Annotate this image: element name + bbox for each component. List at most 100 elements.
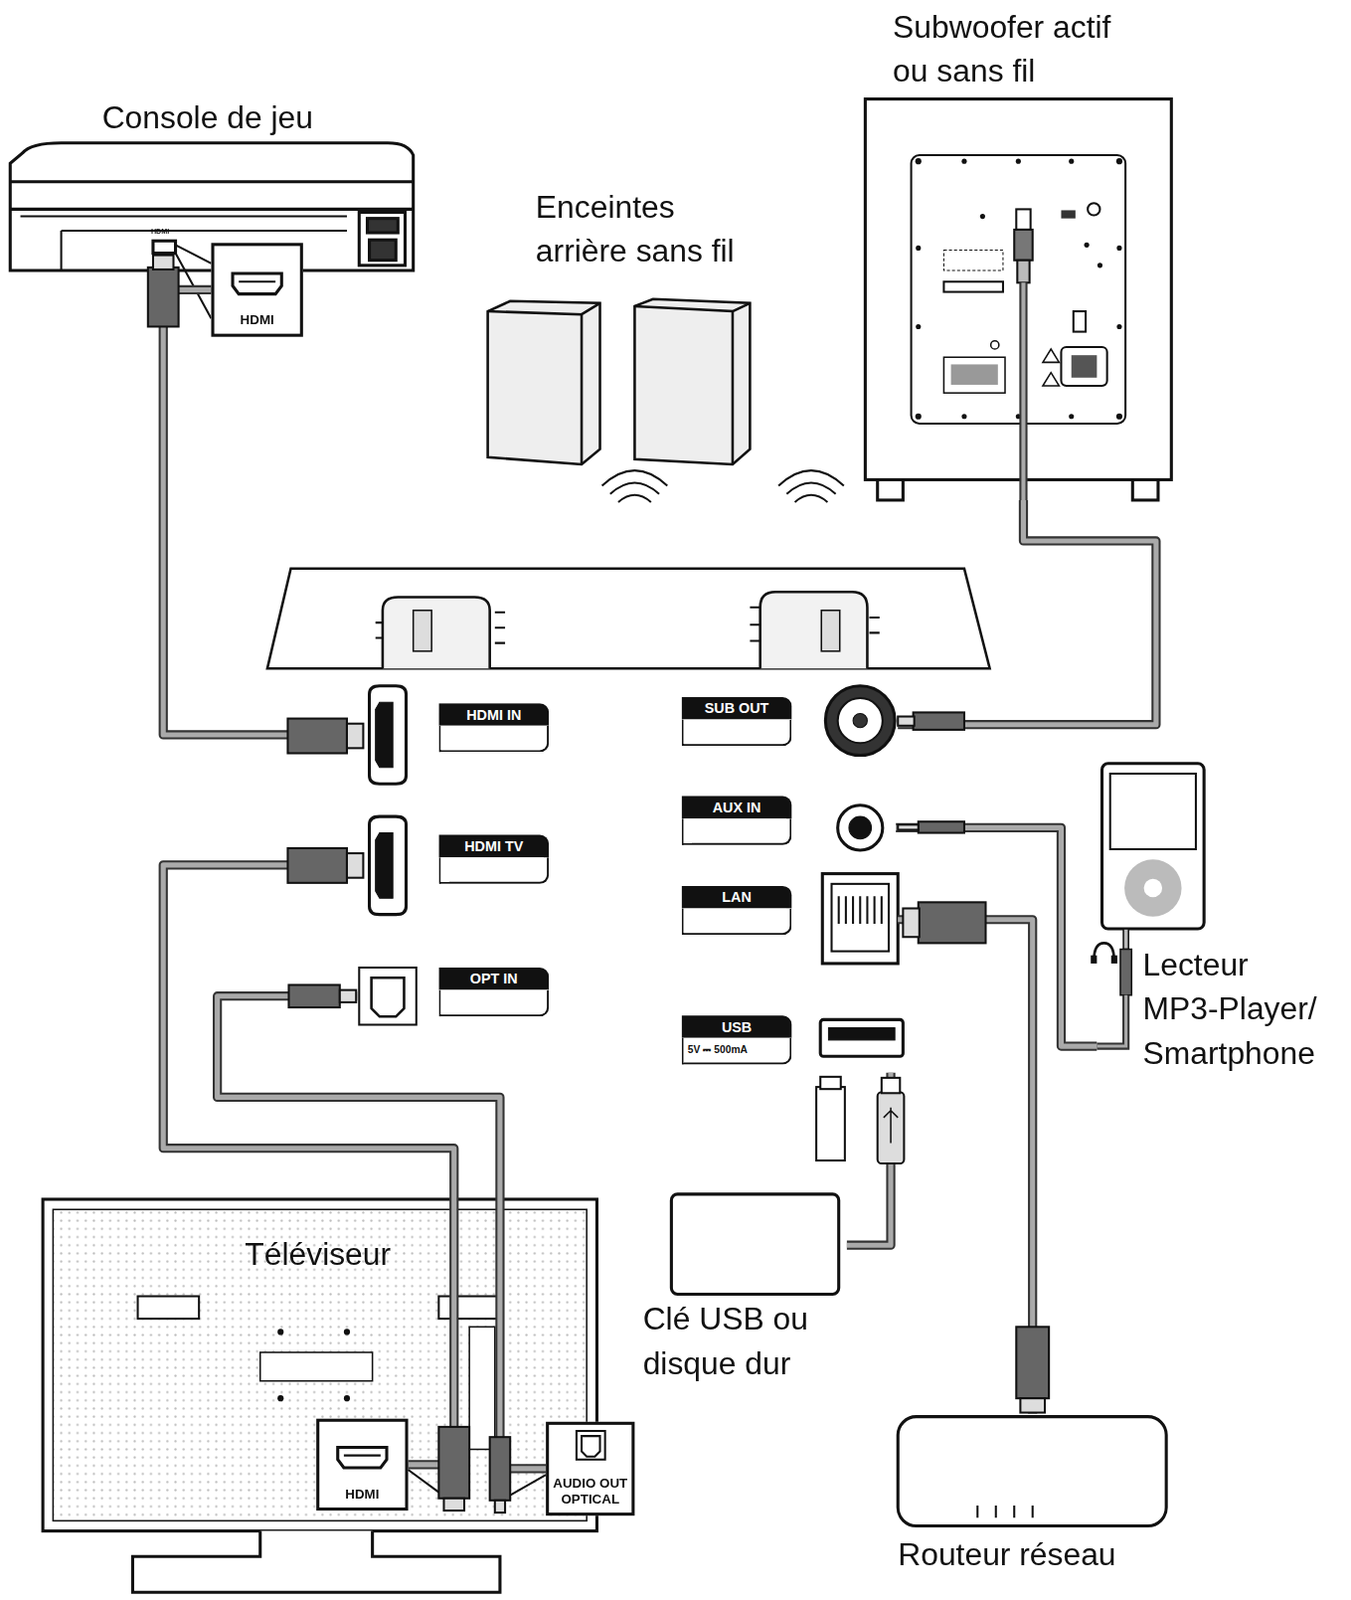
port-name: SUB OUT [681,696,793,720]
port-label: LAN [681,872,899,967]
cable [217,996,546,1469]
soundbar-part [375,607,880,644]
cable-core [217,996,546,1469]
port-sockets-part [820,1076,842,1089]
subwoofer-part [1073,311,1086,333]
television-part [52,1208,587,1520]
callout-text: HDMI [240,313,275,329]
device-label: Lecteur MP3-Player/ Smartphone [1143,943,1328,1075]
game-console-part [232,273,282,295]
cable [895,827,1097,1046]
subwoofer-part [911,155,1127,424]
device-node: Routeur réseau [895,1413,1170,1582]
device-node: Clé USB ou disque dur [643,1191,847,1386]
usb-drive-part [671,1193,839,1295]
subwoofer-part-part [980,213,986,219]
television-part [545,1421,635,1516]
cable-plug-part [883,1107,898,1144]
port-sockets-part [825,685,895,756]
television-part [337,1446,387,1468]
mp3-player-part [1120,949,1132,996]
rear-speakers-part [602,470,669,503]
cable-plug-part [913,711,965,729]
port-tag: SUB OUT [681,696,793,746]
cable-core [897,919,1032,1414]
rear-speakers [488,299,845,503]
subwoofer-part-part [915,245,921,251]
rear-speakers-part [488,301,601,465]
port-name: USB [681,1014,793,1038]
port-sockets-part [822,873,898,964]
port-label: USB5V ⎓ 500mA [681,1010,904,1073]
port-sockets-part [832,883,889,952]
soundbar-part [382,596,491,669]
port-sockets-part [839,895,882,924]
subwoofer-part [943,249,1004,271]
subwoofer-part-part [1116,158,1123,165]
port-tag-body [681,907,793,935]
game-console-part [210,242,303,337]
port-tag-body [438,990,549,1017]
port-tag-body [681,719,793,747]
mp3-player-part [1144,878,1163,897]
port-sockets-part [371,977,405,1016]
game-console-part [153,240,176,253]
cable-plug-part [339,990,356,1003]
port-tag: AUX IN [681,796,793,845]
port-tag-body: 5V ⎓ 500mA [681,1037,793,1065]
soundbar-part [267,568,991,670]
subwoofer-part-part [1116,413,1123,420]
subwoofer-part-part [1116,324,1122,330]
port-callout: HDMI [210,242,303,337]
mp3-player-part [1110,773,1196,849]
cable-plug-part [153,255,174,270]
port-name: HDMI TV [438,835,549,858]
television-part-part [343,1328,350,1335]
device-node: Enceintes arrière sans fil [474,185,771,470]
cable-plug-part [288,984,339,1008]
cable [163,864,455,1465]
game-console-part [367,218,399,233]
television-part [581,1435,600,1457]
cable-plug-part [877,1091,905,1164]
cable-plug-part [902,907,919,937]
cable [897,500,1157,725]
device-node: TéléviseurHDMIAUDIO OUT OPTICAL [42,1198,597,1592]
mp3-player-part [1123,928,1129,950]
cable-casing [897,500,1157,725]
mp3-player-part [1102,763,1205,929]
port-label: HDMI TV [361,816,556,914]
port-tag: HDMI IN [438,702,549,752]
port-tag: LAN [681,885,793,935]
port-label: HDMI IN [361,688,556,781]
cable-casing [163,864,455,1465]
subwoofer-part-part [1068,159,1074,165]
port-tag-body [438,856,549,884]
cable-plug-part [897,824,919,830]
port-name: HDMI IN [438,702,549,726]
subwoofer-part [1071,354,1098,378]
mp3-player-part [1090,955,1097,964]
port-tag: HDMI TV [438,835,549,884]
mp3-player-part [1096,995,1126,1046]
cable-core [163,289,362,734]
subwoofer-part-part [1068,413,1074,419]
subwoofer-part [915,158,1123,420]
mp3-player-part [1096,995,1126,1046]
port-sockets-part [375,833,393,899]
port-label: SUB OUT [681,688,899,761]
port-sockets-part [375,701,393,768]
device-node: Lecteur MP3-Player/ Smartphone [1096,760,1351,1079]
cable-plug-part [443,1498,465,1511]
cable-plug-part [918,821,965,833]
game-console-part [369,239,397,261]
cable [163,289,362,734]
port-sockets-part [369,816,407,915]
cable-plug [148,255,1049,1514]
television-part [132,1530,501,1593]
network-router [897,1416,1167,1526]
cable-casing [217,996,546,1469]
television-part [277,1328,350,1401]
subwoofer-part [943,281,1004,292]
subwoofer-part [1018,282,1027,501]
